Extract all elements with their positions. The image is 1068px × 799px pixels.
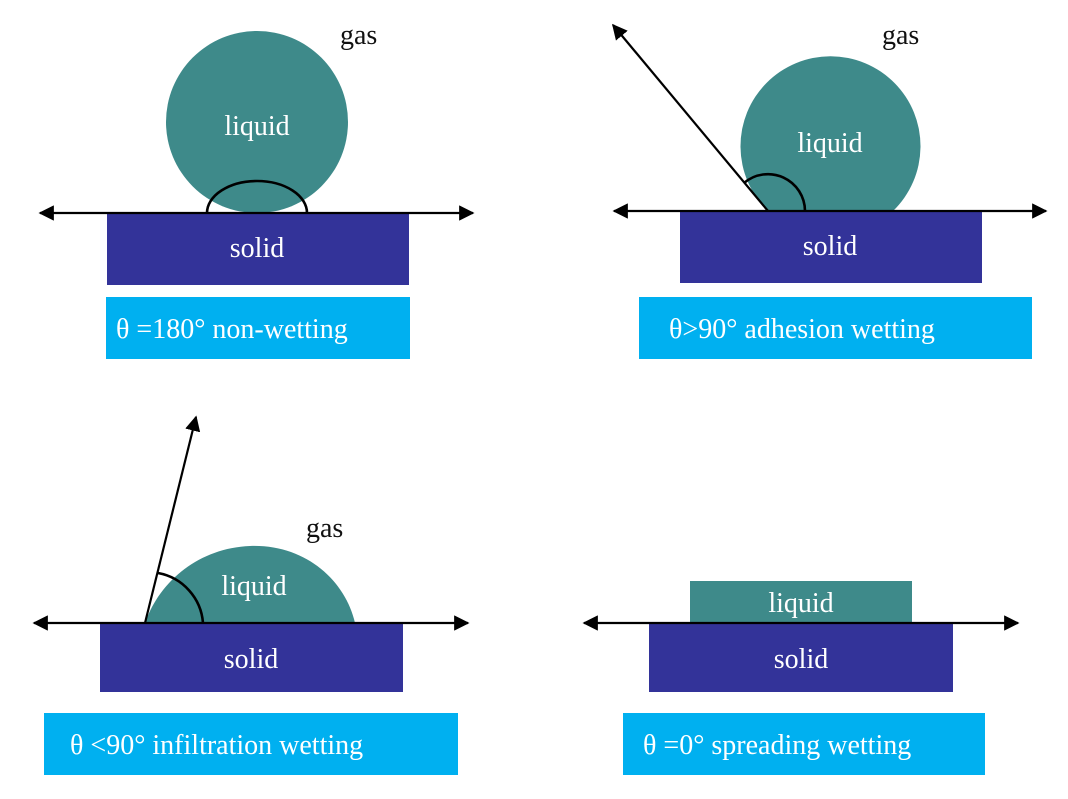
solid-label: solid — [803, 231, 857, 262]
caption-text: θ>90° adhesion wetting — [669, 314, 935, 345]
caption-box — [44, 713, 458, 775]
solid-label: solid — [224, 644, 278, 675]
panel-spreading-wetting: liquid solid θ =0° spreading wetting — [582, 581, 1020, 775]
panel-infiltration-wetting: gas liquid solid θ <90° infiltration wet… — [32, 415, 470, 775]
solid-label: solid — [230, 233, 284, 264]
caption-text: θ =0° spreading wetting — [643, 730, 911, 761]
solid-block — [680, 211, 982, 283]
liquid-label: liquid — [768, 588, 833, 619]
liquid-label: liquid — [221, 571, 286, 602]
solid-block — [649, 623, 953, 692]
caption-text: θ <90° infiltration wetting — [70, 730, 363, 761]
liquid-label: liquid — [224, 111, 289, 142]
panel-adhesion-wetting: gas liquid solid θ>90° adhesion wetting — [612, 20, 1048, 359]
contact-angle-arc — [205, 179, 309, 214]
solid-block — [107, 213, 409, 285]
panel-non-wetting: gas liquid solid θ =180° non-wetting — [38, 20, 475, 359]
liquid-drop — [740, 56, 921, 211]
contact-angle-arc — [157, 571, 205, 624]
tangent-arrow — [143, 415, 201, 624]
gas-label: gas — [340, 20, 377, 51]
contact-angle-arc — [743, 172, 807, 212]
tangent-arrow — [612, 23, 769, 212]
gas-label: gas — [882, 20, 919, 51]
liquid-drop — [166, 31, 348, 213]
solid-label: solid — [774, 644, 828, 675]
solid-block — [100, 623, 403, 692]
caption-box — [623, 713, 985, 775]
gas-label: gas — [306, 513, 343, 544]
liquid-label: liquid — [797, 128, 862, 159]
caption-box — [106, 297, 410, 359]
caption-text: θ =180° non-wetting — [116, 314, 348, 345]
caption-box — [639, 297, 1032, 359]
